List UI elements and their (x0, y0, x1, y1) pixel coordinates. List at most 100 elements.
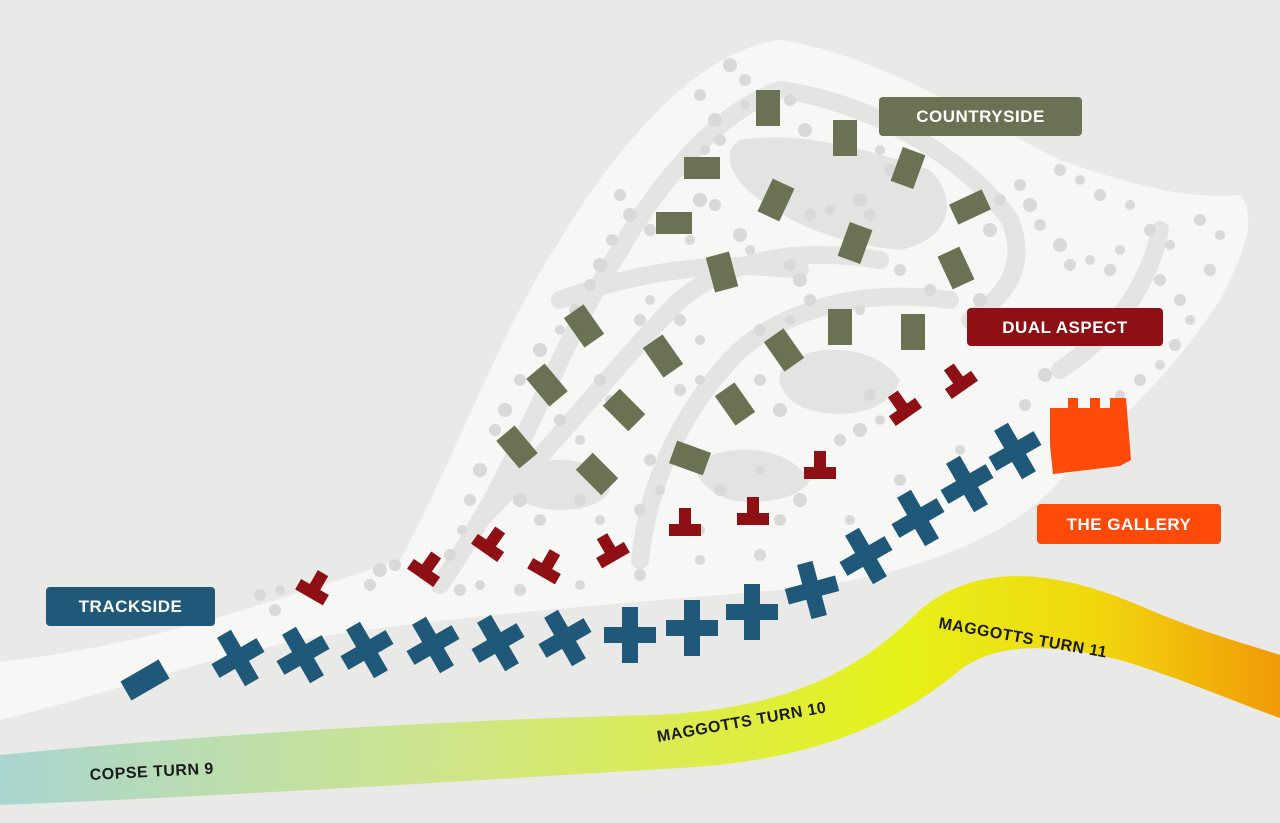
lodge-countryside[interactable] (526, 363, 568, 407)
tree-icon (513, 493, 527, 507)
lodge-dual-aspect[interactable] (737, 497, 769, 525)
lodge-dual-aspect[interactable] (936, 358, 978, 400)
lodge-countryside[interactable] (890, 146, 926, 190)
tree-icon (593, 258, 607, 272)
lodge-countryside[interactable] (756, 90, 780, 126)
trackside-lodges[interactable] (120, 414, 1051, 701)
tree-icon (994, 194, 1006, 206)
label-countryside-text: COUNTRYSIDE (916, 107, 1045, 126)
lodge-trackside[interactable] (330, 613, 403, 687)
tree-icon (623, 208, 637, 222)
lodge-countryside[interactable] (602, 388, 646, 432)
tree-icon (1115, 390, 1125, 400)
tree-icon (1075, 175, 1085, 185)
tree-icon (655, 485, 665, 495)
lodge-countryside[interactable] (705, 251, 739, 293)
countryside-lodges[interactable] (496, 90, 991, 496)
label-gallery[interactable]: THE GALLERY (1037, 504, 1221, 544)
lodge-countryside[interactable] (575, 452, 619, 496)
lodge-countryside[interactable] (563, 304, 605, 348)
lodge-dual-aspect[interactable] (527, 544, 569, 585)
lodge-countryside[interactable] (763, 328, 805, 372)
tree-icon (254, 589, 266, 601)
gallery-building[interactable] (1050, 398, 1131, 474)
tree-icon (574, 494, 586, 506)
lodge-dual-aspect[interactable] (407, 546, 449, 588)
tree-icon (894, 474, 906, 486)
tree-icon (1054, 164, 1066, 176)
lodge-trackside[interactable] (666, 600, 718, 656)
lodge-trackside[interactable] (930, 447, 1003, 521)
label-dual-aspect-bg (967, 308, 1163, 346)
tree-icon (1053, 238, 1067, 252)
label-trackside[interactable]: TRACKSIDE (46, 587, 215, 626)
tree-icon (845, 515, 855, 525)
lodge-trackside[interactable] (604, 607, 656, 663)
tree-icon (793, 493, 807, 507)
lodge-countryside[interactable] (714, 382, 756, 426)
lodge-countryside[interactable] (901, 314, 925, 350)
lodge-trackside[interactable] (978, 414, 1051, 488)
tree-icon (1154, 274, 1166, 286)
lodge-dual-aspect[interactable] (588, 528, 630, 569)
lodge-countryside[interactable] (937, 246, 975, 290)
lodge-trackside[interactable] (780, 556, 845, 624)
label-dual-aspect[interactable]: DUAL ASPECT (967, 308, 1163, 346)
tree-icon (784, 94, 796, 106)
lodge-trackside[interactable] (120, 659, 170, 701)
label-trackside-text: TRACKSIDE (79, 597, 183, 616)
lodge-countryside[interactable] (833, 120, 857, 156)
lodge-countryside[interactable] (949, 189, 991, 225)
lodge-countryside[interactable] (837, 221, 873, 265)
lodge-countryside[interactable] (496, 425, 538, 469)
lodge-trackside[interactable] (266, 618, 339, 692)
lodge-trackside[interactable] (829, 519, 902, 593)
tree-icon (1165, 240, 1175, 250)
lodge-trackside[interactable] (881, 481, 954, 555)
label-countryside[interactable]: COUNTRYSIDE (879, 97, 1082, 136)
tree-icon (1204, 264, 1216, 276)
lodge-dual-aspect[interactable] (880, 385, 922, 427)
tree-icon (785, 315, 795, 325)
tree-icon (864, 389, 876, 401)
label-countryside-bg (879, 97, 1082, 136)
tree-icon (514, 374, 526, 386)
lodge-trackside[interactable] (528, 601, 601, 675)
tree-icon (723, 58, 737, 72)
lodge-dual-aspect[interactable] (471, 521, 513, 563)
lodge-trackside[interactable] (396, 608, 469, 682)
label-gallery-bg (1037, 504, 1221, 544)
tree-icon (575, 580, 585, 590)
lodge-countryside[interactable] (828, 309, 852, 345)
lodge-dual-aspect[interactable] (669, 508, 701, 536)
tree-icon (275, 585, 285, 595)
race-track (0, 576, 1280, 805)
tree-icon (498, 403, 512, 417)
tree-icon (798, 123, 812, 137)
lodge-countryside[interactable] (757, 178, 795, 222)
tree-icon (793, 273, 807, 287)
lodge-countryside[interactable] (668, 440, 712, 476)
tree-icon (1085, 255, 1095, 265)
tree-icon (594, 374, 606, 386)
lodge-trackside[interactable] (726, 584, 778, 640)
tree-icon (533, 343, 547, 357)
dual-aspect-lodges[interactable] (295, 358, 978, 606)
tree-icon (464, 494, 476, 506)
tree-icon (1023, 198, 1037, 212)
tree-icon (489, 424, 501, 436)
tree-icon (595, 515, 605, 525)
tree-icon (389, 559, 401, 571)
lodge-dual-aspect[interactable] (295, 565, 337, 606)
lodge-countryside[interactable] (684, 157, 720, 179)
lodge-trackside[interactable] (201, 621, 274, 695)
lodge-dual-aspect[interactable] (804, 451, 836, 479)
lodge-countryside[interactable] (642, 334, 684, 378)
lodge-countryside[interactable] (656, 212, 692, 234)
lodge-trackside[interactable] (461, 606, 534, 680)
tree-icon (695, 555, 705, 565)
tree-icon (983, 223, 997, 237)
tree-icon (1019, 399, 1031, 411)
tree-icon (784, 259, 796, 271)
